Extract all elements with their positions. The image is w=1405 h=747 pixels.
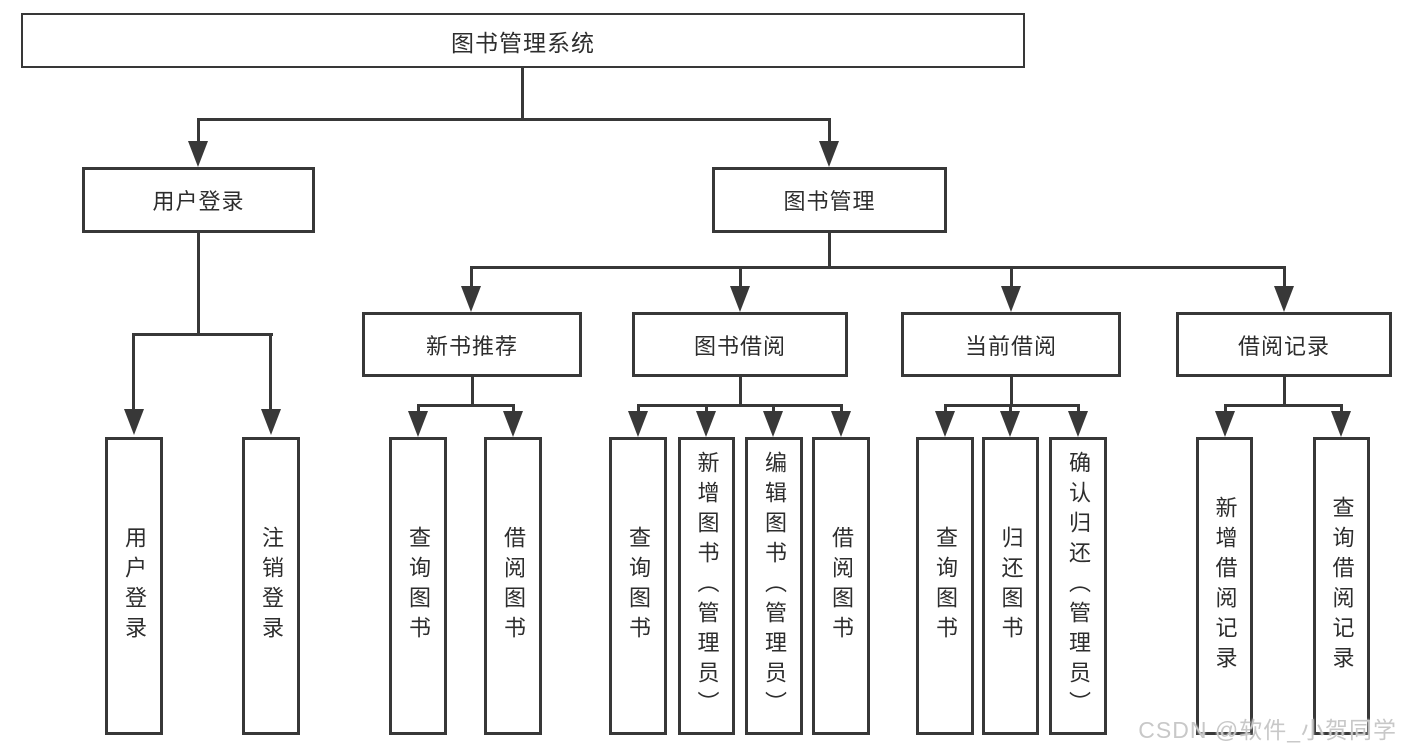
leaf-label: 查询图书 [933, 526, 958, 646]
connector-level3-hline [470, 266, 1286, 269]
leaf-return-books: 归还图书 [982, 437, 1039, 735]
arrow-down-icon [1068, 411, 1088, 437]
leaf-user-login: 用户登录 [105, 437, 163, 735]
arrow-down-icon [1215, 411, 1235, 437]
connector-records-stem [1283, 377, 1286, 406]
arrow-down-icon [188, 141, 208, 167]
connector-drop [840, 404, 843, 414]
connector-drop [269, 333, 272, 411]
node-book-borrowing: 图书借阅 [632, 312, 848, 377]
connector-drop [1224, 404, 1227, 414]
arrow-down-icon [935, 411, 955, 437]
arrow-down-icon [1001, 286, 1021, 312]
leaf-label: 新增借阅记录 [1212, 496, 1238, 676]
connector-root-stem [521, 68, 524, 120]
connector-drop [417, 404, 420, 414]
connector-drop [1010, 266, 1013, 288]
node-borrowing-records: 借阅记录 [1176, 312, 1392, 377]
leaf-add-book-admin: 新增图书（管理员） [678, 437, 735, 735]
leaf-logout: 注销登录 [242, 437, 300, 735]
connector-current-stem [1010, 377, 1013, 406]
leaf-label: 借阅图书 [829, 526, 854, 646]
connector-drop [470, 266, 473, 288]
leaf-label: 查询图书 [626, 526, 651, 646]
leaf-label: 新增图书（管理员） [694, 451, 720, 721]
arrow-down-icon [831, 411, 851, 437]
connector-drop [132, 333, 135, 411]
connector-drop [772, 404, 775, 414]
arrow-down-icon [261, 409, 281, 435]
leaf-label: 查询借阅记录 [1329, 496, 1355, 676]
leaf-edit-book-admin: 编辑图书（管理员） [745, 437, 803, 735]
node-label: 借阅记录 [1237, 333, 1330, 359]
connector-drop [1283, 266, 1286, 288]
leaf-borrow-books-borrowing: 借阅图书 [812, 437, 870, 735]
leaf-query-books-current: 查询图书 [916, 437, 974, 735]
arrow-down-icon [408, 411, 428, 437]
arrow-down-icon [763, 411, 783, 437]
connector-level2-hline [197, 118, 831, 121]
leaf-confirm-return-admin: 确认归还（管理员） [1049, 437, 1107, 735]
leaf-borrow-books-recommend: 借阅图书 [484, 437, 542, 735]
connector-drop [1009, 404, 1012, 414]
node-library-management-system: 图书管理系统 [21, 13, 1025, 68]
leaf-label: 确认归还（管理员） [1066, 451, 1091, 721]
leaf-label: 归还图书 [998, 526, 1024, 646]
node-label: 用户登录 [152, 189, 245, 214]
arrow-down-icon [503, 411, 523, 437]
leaf-query-books-borrowing: 查询图书 [609, 437, 667, 735]
connector-records-hline [1224, 404, 1343, 407]
connector-book-mgmt-drop [828, 118, 831, 148]
connector-borrowing-hline [637, 404, 843, 407]
arrow-down-icon [461, 286, 481, 312]
connector-user-login-drop [197, 118, 200, 148]
connector-drop [637, 404, 640, 414]
leaf-query-books-recommend: 查询图书 [389, 437, 447, 735]
leaf-label: 编辑图书（管理员） [762, 451, 787, 721]
arrow-down-icon [819, 141, 839, 167]
node-label: 新书推荐 [425, 333, 518, 359]
arrow-down-icon [696, 411, 716, 437]
node-label: 当前借阅 [964, 333, 1057, 359]
arrow-down-icon [1331, 411, 1351, 437]
arrow-down-icon [730, 286, 750, 312]
node-label: 图书管理系统 [451, 29, 595, 56]
node-label: 图书借阅 [693, 333, 786, 359]
leaf-label: 借阅图书 [501, 526, 526, 646]
node-book-management: 图书管理 [712, 167, 947, 233]
node-current-borrowing: 当前借阅 [901, 312, 1121, 377]
connector-drop [1077, 404, 1080, 414]
connector-new-book-hline [417, 404, 515, 407]
node-label: 图书管理 [783, 189, 876, 214]
connector-user-login-hline [133, 333, 273, 336]
connector-drop [705, 404, 708, 414]
connector-current-hline [944, 404, 1080, 407]
leaf-label: 查询图书 [406, 526, 431, 646]
connector-drop [739, 266, 742, 288]
node-new-book-recommendation: 新书推荐 [362, 312, 582, 377]
arrow-down-icon [628, 411, 648, 437]
connector-drop [1340, 404, 1343, 414]
arrow-down-icon [124, 409, 144, 435]
leaf-label: 用户登录 [122, 526, 147, 646]
arrow-down-icon [1274, 286, 1294, 312]
connector-drop [512, 404, 515, 414]
arrow-down-icon [1000, 411, 1020, 437]
connector-new-book-stem [471, 377, 474, 406]
csdn-watermark: CSDN @软件_小贺同学 [1138, 717, 1397, 743]
node-user-login: 用户登录 [82, 167, 315, 233]
leaf-query-borrow-record: 查询借阅记录 [1313, 437, 1370, 735]
connector-drop [944, 404, 947, 414]
connector-book-mgmt-stem [828, 233, 831, 268]
connector-borrowing-stem [739, 377, 742, 406]
leaf-label: 注销登录 [259, 526, 284, 646]
leaf-add-borrow-record: 新增借阅记录 [1196, 437, 1253, 735]
connector-user-login-stem [197, 233, 200, 335]
